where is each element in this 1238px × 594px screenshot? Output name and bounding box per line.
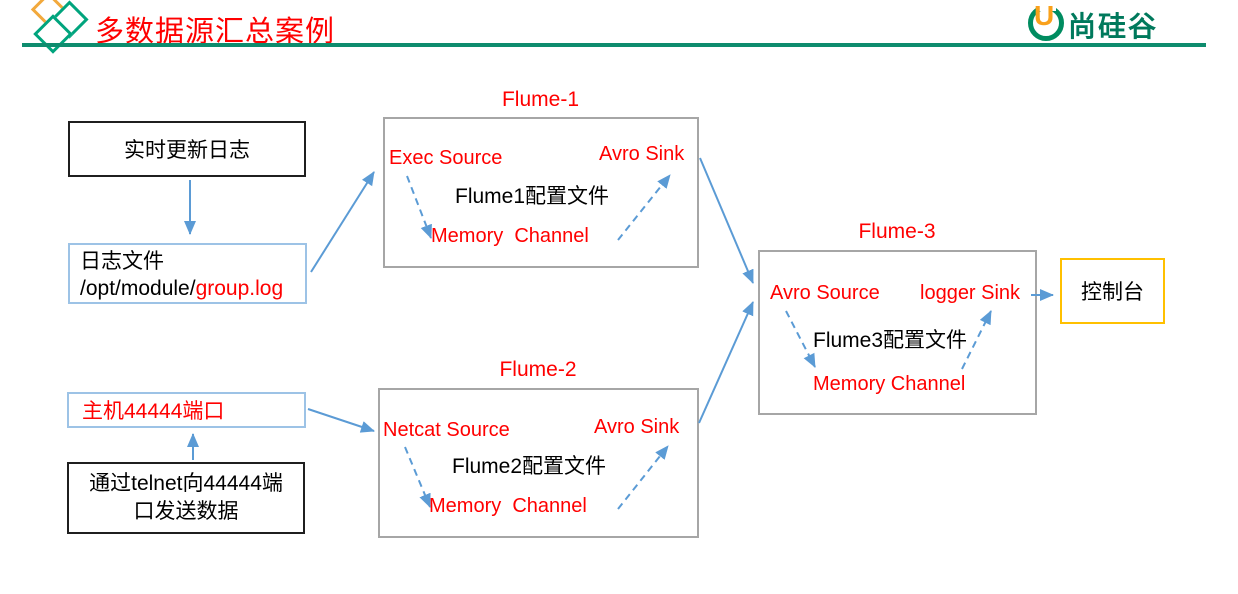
flume3-sink: logger Sink — [920, 282, 1021, 304]
brand-name: 尚硅谷 — [1068, 11, 1159, 42]
flume2-config: Flume2配置文件 — [452, 455, 607, 478]
arrow-hostport-to-flume2 — [307, 408, 375, 433]
flume1-box — [383, 117, 699, 268]
flume3-source: Avro Source — [770, 282, 880, 304]
flume2-sink: Avro Sink — [594, 416, 680, 438]
flume2-title: Flume-2 — [499, 358, 577, 381]
log-file-name: group.log — [195, 277, 284, 300]
flume3-channel: Memory Channel — [813, 373, 966, 395]
page-title: 多数据源汇总案例 — [95, 16, 336, 48]
arrow-flume2-to-flume3 — [698, 301, 754, 424]
flume3-config: Flume3配置文件 — [813, 329, 968, 352]
node-log-file-line2: /opt/module/group.log — [80, 275, 305, 302]
node-telnet: 通过telnet向44444端 口发送数据 — [67, 462, 305, 534]
arrow-logfile-to-flume1 — [310, 171, 375, 273]
node-telnet-line1: 通过telnet向44444端 — [89, 472, 283, 495]
flume1-channel: Memory Channel — [431, 225, 589, 247]
node-realtime-log: 实时更新日志 — [68, 121, 306, 177]
flume2-source: Netcat Source — [383, 419, 510, 441]
brand-u-icon: U — [1034, 0, 1055, 31]
flume1-sink: Avro Sink — [599, 143, 685, 165]
node-console: 控制台 — [1060, 258, 1165, 324]
brand-ring-notch — [1036, 2, 1056, 11]
header-divider — [22, 43, 1206, 47]
node-log-file-line1: 日志文件 — [80, 250, 164, 273]
log-path-prefix: /opt/module/ — [80, 277, 196, 300]
flume1-source: Exec Source — [389, 147, 503, 169]
flume1-config: Flume1配置文件 — [455, 185, 610, 208]
node-host-port-label: 主机44444端口 — [82, 400, 225, 423]
flume1-title: Flume-1 — [501, 88, 580, 111]
flume3-box — [758, 250, 1037, 415]
node-telnet-line2: 口发送数据 — [133, 500, 239, 523]
node-host-port: 主机44444端口 — [67, 392, 306, 428]
arrow-flume1-to-flume3 — [699, 157, 754, 284]
flume2-box — [378, 388, 699, 538]
node-log-file: 日志文件 /opt/module/group.log — [68, 243, 307, 304]
node-console-label: 控制台 — [1081, 281, 1144, 304]
flume3-title: Flume-3 — [858, 220, 936, 243]
node-telnet-text: 通过telnet向44444端 口发送数据 — [89, 470, 283, 526]
flume2-channel: Memory Channel — [429, 495, 587, 517]
node-realtime-log-label: 实时更新日志 — [124, 139, 250, 162]
brand-logo: U 尚硅谷 — [1028, 0, 1208, 43]
